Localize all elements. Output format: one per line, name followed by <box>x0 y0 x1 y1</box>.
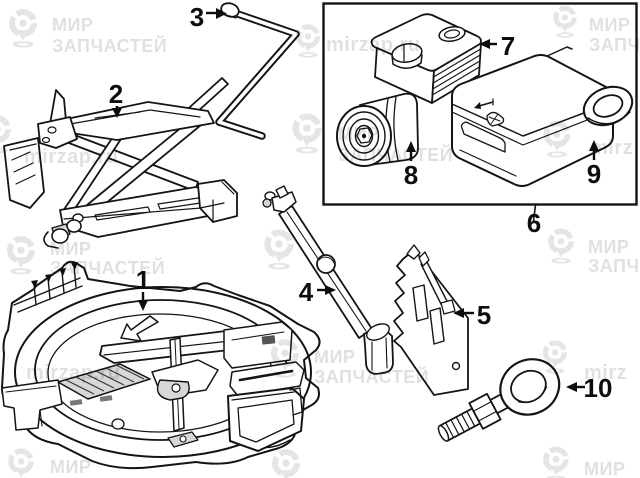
svg-text:mirz: mirz <box>584 362 627 384</box>
svg-text:ЗАПЧАСТЕЙ: ЗАПЧАСТЕЙ <box>50 257 165 278</box>
callout-5[interactable]: 5 <box>453 300 491 330</box>
callout-9-number: 9 <box>587 159 601 189</box>
svg-text:ЗАПЧАСТЕЙ: ЗАПЧАСТЕЙ <box>52 35 167 56</box>
drawing-wrench-rod <box>215 2 300 140</box>
callout-4-number: 4 <box>299 277 314 307</box>
callout-7[interactable]: 7 <box>479 31 515 61</box>
svg-text:mirzap.ru: mirzap.ru <box>24 146 119 168</box>
drawing-tool-tray <box>1 260 321 470</box>
drawing-scissor-jack <box>3 77 238 249</box>
callout-1[interactable]: 1 <box>136 265 150 311</box>
callout-4[interactable]: 4 <box>299 277 336 307</box>
callout-6[interactable]: 6 <box>527 208 541 238</box>
callout-5-number: 5 <box>477 300 491 330</box>
callout-2-number: 2 <box>109 79 123 109</box>
svg-text:ЗАПЧАСТЕЙ: ЗАПЧАСТЕЙ <box>314 366 429 387</box>
svg-text:mirz: mirz <box>590 137 633 159</box>
svg-text:МИР: МИР <box>589 15 630 35</box>
svg-text:МИР: МИР <box>338 124 379 144</box>
svg-text:МИР: МИР <box>584 459 625 478</box>
drawing-mounting-bracket <box>393 244 469 396</box>
svg-text:МИР: МИР <box>50 239 91 259</box>
svg-text:МИР: МИР <box>50 457 91 477</box>
callout-8-number: 8 <box>404 160 418 190</box>
callout-10[interactable]: 10 <box>566 373 612 403</box>
svg-text:mirzap.ru: mirzap.ru <box>26 362 121 384</box>
svg-text:МИР: МИР <box>588 237 629 257</box>
watermark-layer: МИР ЗАПЧАСТЕЙ mirzap.ru МИР ЗАПЧ mirzap.… <box>0 8 640 478</box>
svg-text:МИР: МИР <box>314 347 355 367</box>
svg-text:ЗАПЧ: ЗАПЧ <box>589 35 640 55</box>
callout-1-number: 1 <box>136 265 150 295</box>
svg-text:mirzap.ru: mirzap.ru <box>326 34 421 56</box>
watermark-text: МИР ЗАПЧАСТЕЙ mirzap.ru МИР ЗАПЧ mirzap.… <box>24 15 640 478</box>
drawing-storage-case <box>451 46 634 187</box>
callout-7-number: 7 <box>501 31 515 61</box>
svg-text:ЗАПЧАСТЕЙ: ЗАПЧАСТЕЙ <box>338 144 453 165</box>
callout-3-number: 3 <box>190 2 204 32</box>
callout-6-number: 6 <box>527 208 541 238</box>
drawing-tow-hook <box>437 358 561 442</box>
svg-text:МИР: МИР <box>52 15 93 35</box>
drawing-air-compressor <box>370 13 482 104</box>
drawing-jack-lever <box>262 185 394 375</box>
callout-10-number: 10 <box>584 373 613 403</box>
callout-3[interactable]: 3 <box>190 2 227 32</box>
callout-8[interactable]: 8 <box>404 141 418 190</box>
callout-2[interactable]: 2 <box>109 79 123 118</box>
drawing-sealant-canister <box>336 92 419 167</box>
callout-9[interactable]: 9 <box>587 140 601 189</box>
svg-text:ЗАПЧ: ЗАПЧ <box>588 256 640 276</box>
